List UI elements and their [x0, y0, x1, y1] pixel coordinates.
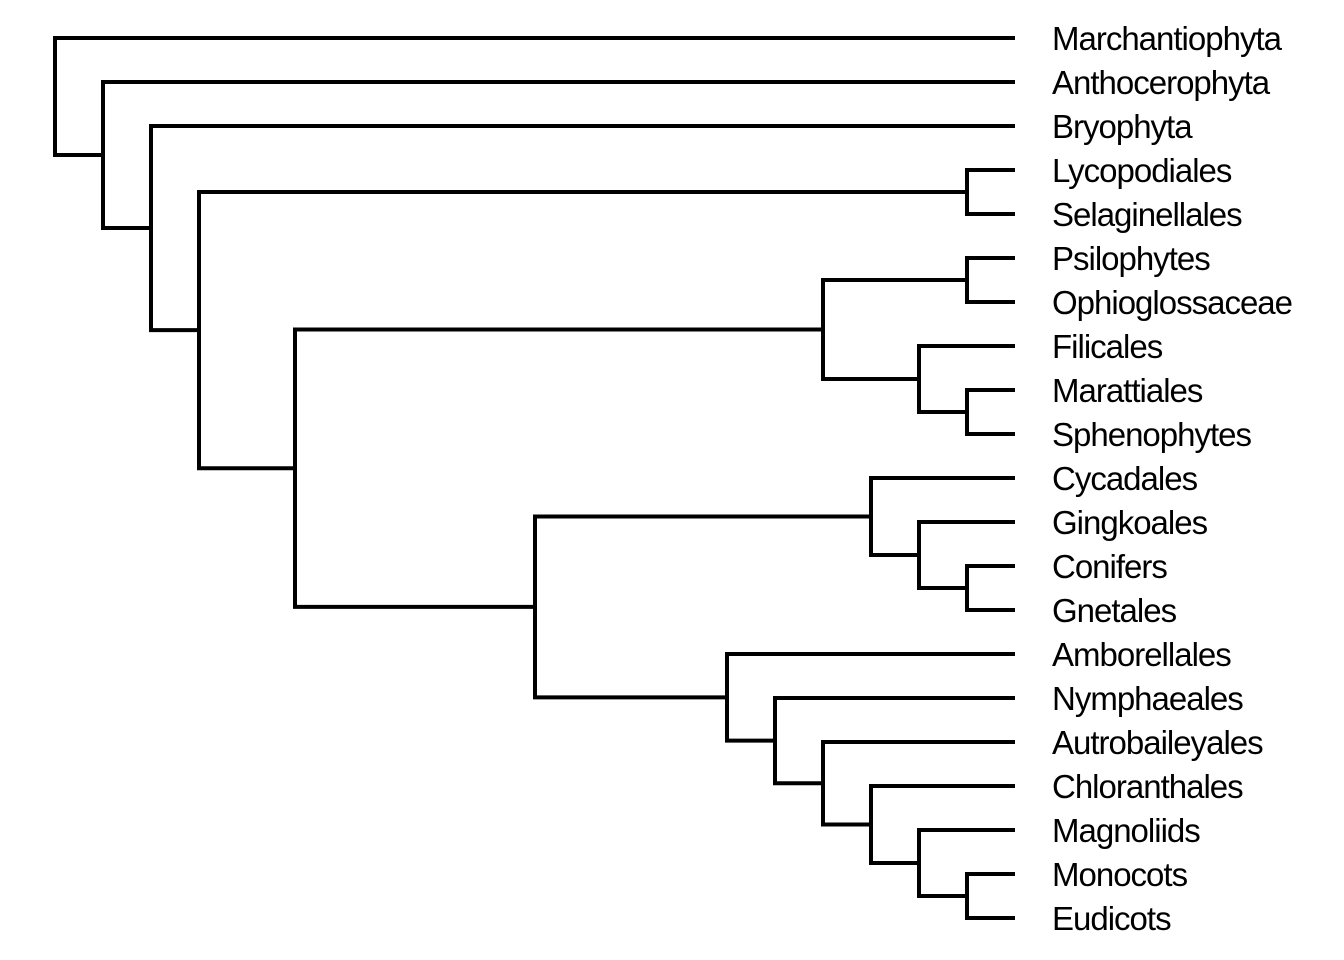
clade-bracket	[965, 872, 1015, 920]
clade-bracket	[965, 564, 1015, 612]
tip-label-filicales: Filicales	[1052, 328, 1163, 365]
clade-bracket	[917, 520, 1015, 590]
clade-bracket	[101, 80, 1015, 231]
tip-label-lycopodiales: Lycopodiales	[1052, 152, 1232, 189]
clade-bracket	[197, 190, 967, 471]
clade-bracket	[725, 652, 1015, 743]
tip-label-sphenophytes: Sphenophytes	[1052, 416, 1252, 453]
clade-bracket	[533, 514, 871, 700]
clade-bracket	[821, 278, 967, 381]
tip-label-marattiales: Marattiales	[1052, 372, 1203, 409]
clade-bracket	[965, 256, 1015, 304]
tip-label-chloranthales: Chloranthales	[1052, 768, 1243, 805]
tip-label-autrobaileyales: Autrobaileyales	[1052, 724, 1263, 761]
tip-label-conifers: Conifers	[1052, 548, 1167, 585]
tip-label-magnoliids: Magnoliids	[1052, 812, 1200, 849]
tip-label-ophioglossaceae: Ophioglossaceae	[1052, 284, 1292, 321]
clade-bracket	[293, 327, 823, 609]
tip-label-eudicots: Eudicots	[1052, 900, 1171, 937]
clade-bracket	[965, 168, 1015, 216]
clade-bracket	[821, 740, 1015, 827]
tip-label-anthocerophyta: Anthocerophyta	[1052, 64, 1271, 101]
clade-bracket	[917, 828, 1015, 898]
clade-bracket	[917, 344, 1015, 414]
tip-label-psilophytes: Psilophytes	[1052, 240, 1210, 277]
tip-label-nymphaeales: Nymphaeales	[1052, 680, 1243, 717]
clade-bracket	[149, 124, 1015, 333]
tip-label-gingkoales: Gingkoales	[1052, 504, 1208, 541]
tip-label-selaginellales: Selaginellales	[1052, 196, 1242, 233]
tip-label-amborellales: Amborellales	[1052, 636, 1231, 673]
clade-bracket	[53, 36, 1015, 158]
clade-bracket	[869, 784, 1015, 865]
clade-bracket	[773, 696, 1015, 786]
tip-label-marchantiophyta: Marchantiophyta	[1052, 20, 1283, 57]
tip-label-monocots: Monocots	[1052, 856, 1188, 893]
tip-label-bryophyta: Bryophyta	[1052, 108, 1193, 145]
tip-label-gnetales: Gnetales	[1052, 592, 1177, 629]
clade-bracket	[965, 388, 1015, 436]
clade-bracket	[869, 476, 1015, 557]
tip-label-cycadales: Cycadales	[1052, 460, 1198, 497]
